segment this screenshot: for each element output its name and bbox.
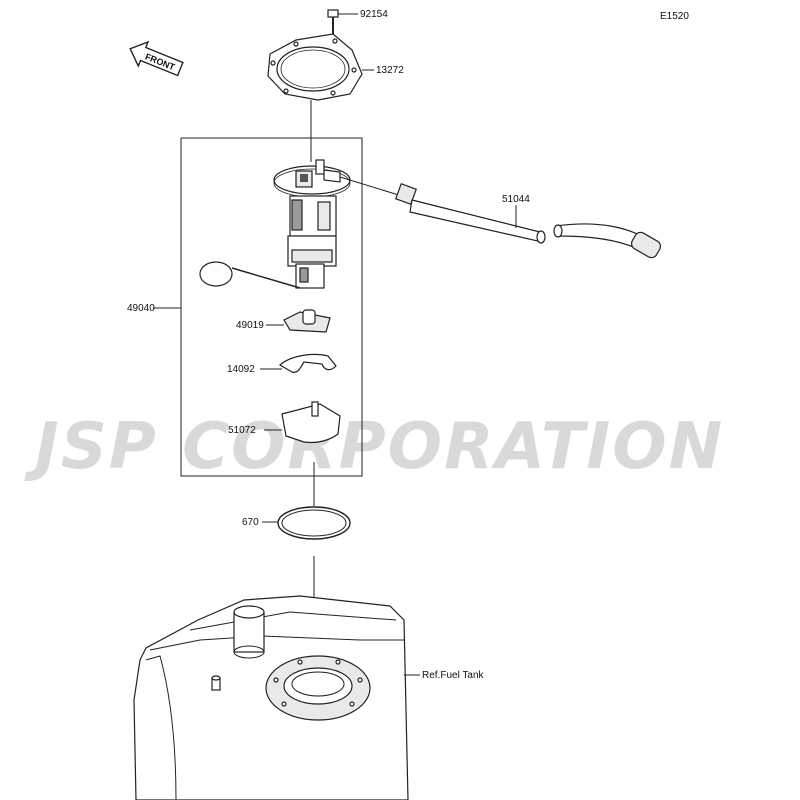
label-49040: 49040 <box>127 303 155 314</box>
fuel-pump-part <box>199 159 351 289</box>
label-51072: 51072 <box>228 425 256 436</box>
label-49019: 49019 <box>236 320 264 331</box>
watermark: JSP CORPORATION <box>24 410 724 484</box>
watermark-text: JSP CORPORATION <box>24 410 724 484</box>
label-14092: 14092 <box>227 364 255 375</box>
front-arrow-icon: FRONT <box>129 40 184 77</box>
fuel-tank-part <box>133 595 420 800</box>
label-fuel-tank-ref: Ref.Fuel Tank <box>422 670 485 681</box>
bolt-part <box>327 9 358 34</box>
gasket-plate-part <box>267 33 374 101</box>
label-670: 670 <box>242 517 259 528</box>
assembly-bracket <box>153 137 363 477</box>
o-ring-part <box>262 506 351 540</box>
label-92154: 92154 <box>360 9 388 20</box>
holder-part <box>260 353 337 373</box>
filter-part <box>266 309 331 333</box>
diagram-code: E1520 <box>660 11 689 22</box>
fuel-hose-part <box>339 176 662 259</box>
cup-part <box>264 401 341 444</box>
label-13272: 13272 <box>376 65 404 76</box>
label-51044: 51044 <box>502 194 530 205</box>
